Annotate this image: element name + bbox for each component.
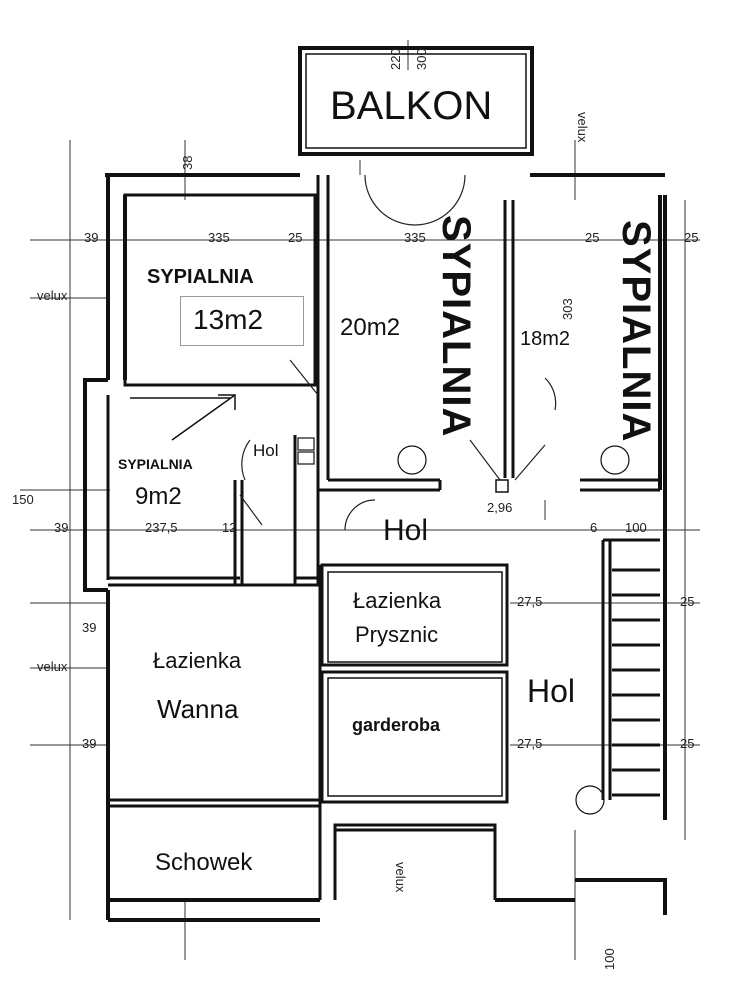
dim-label: 237,5 bbox=[145, 520, 178, 535]
dim-label: 100 bbox=[602, 948, 617, 970]
sypialnia-18-area: 18m2 bbox=[520, 328, 571, 350]
lazienka-wanna-label-1: Łazienka bbox=[153, 648, 242, 673]
hol-1-label: Hol bbox=[253, 441, 279, 460]
dim-label: 335 bbox=[404, 230, 426, 245]
velux-label: velux bbox=[37, 659, 68, 674]
lazienka-wanna-label-2: Wanna bbox=[157, 694, 239, 724]
dim-label: 25 bbox=[680, 594, 695, 609]
dim-label: 6 bbox=[590, 520, 598, 535]
dim-label: 2,96 bbox=[487, 500, 513, 515]
garderoba-label: garderoba bbox=[352, 715, 441, 735]
sypialnia-13-area-box bbox=[180, 296, 304, 346]
dim-label: 100 bbox=[625, 520, 647, 535]
sypialnia-13-label: SYPIALNIA bbox=[147, 266, 254, 288]
hol-3-label: Hol bbox=[527, 673, 576, 709]
dim-label: 303 bbox=[560, 298, 575, 320]
dim-label: 335 bbox=[208, 230, 230, 245]
dim-label: 27,5 bbox=[517, 594, 543, 609]
dim-label: 25 bbox=[288, 230, 303, 245]
schowek-label: Schowek bbox=[155, 849, 253, 876]
dim-label: 39 bbox=[82, 736, 97, 751]
balkon-outline bbox=[298, 46, 534, 156]
dimension-lines bbox=[20, 40, 700, 960]
dim-label: 12 bbox=[222, 520, 237, 535]
velux-label: velux bbox=[575, 112, 590, 143]
dim-label: 25 bbox=[684, 230, 699, 245]
sypialnia-20-label: SYPIALNIA bbox=[434, 215, 478, 438]
balkon-label: BALKON bbox=[330, 84, 493, 128]
hol-2-label: Hol bbox=[383, 514, 429, 547]
arrow-icon bbox=[130, 394, 236, 441]
lazienka-prysznic-label-1: Łazienka bbox=[353, 588, 442, 613]
dim-label: 25 bbox=[585, 230, 600, 245]
sypialnia-9-label: SYPIALNIA bbox=[118, 456, 193, 472]
sypialnia-20-area: 20m2 bbox=[340, 314, 401, 341]
dim-label: 39 bbox=[82, 620, 97, 635]
interior-walls bbox=[106, 175, 660, 900]
velux-label: velux bbox=[37, 288, 68, 303]
door-swings bbox=[239, 174, 557, 531]
dim-label: 27,5 bbox=[517, 736, 543, 751]
dim-label: 38 bbox=[180, 155, 195, 170]
dim-label: 25 bbox=[680, 736, 695, 751]
dim-label: 220 bbox=[388, 48, 403, 70]
sypialnia-13-area: 13m2 bbox=[193, 304, 264, 335]
lazienka-prysznic-label-2: Prysznic bbox=[355, 622, 439, 647]
dim-label: 39 bbox=[84, 230, 99, 245]
fixtures bbox=[297, 437, 630, 815]
velux-label: velux bbox=[393, 862, 408, 893]
dim-label: 150 bbox=[12, 492, 34, 507]
dim-label: 300 bbox=[414, 48, 429, 70]
sypialnia-18-label: SYPIALNIA bbox=[614, 220, 658, 443]
dim-label: 39 bbox=[54, 520, 69, 535]
sypialnia-9-area: 9m2 bbox=[135, 483, 182, 510]
